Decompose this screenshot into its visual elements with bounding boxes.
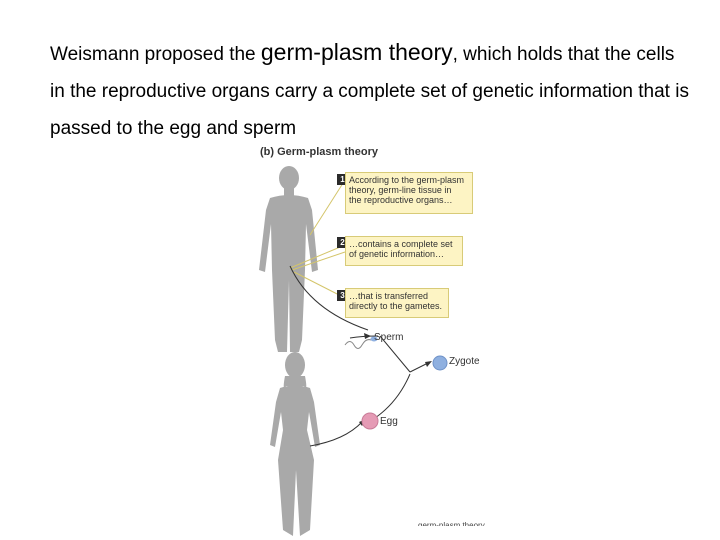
text-part1: Weismann proposed the — [50, 44, 261, 65]
step-3-number: 3 — [337, 290, 348, 301]
cut-off-caption: germ-plasm theory. — [418, 521, 487, 526]
text-part2: , which holds that the cells in the repr… — [50, 44, 689, 139]
egg-cell — [361, 412, 379, 430]
step-1-number: 1 — [337, 174, 348, 185]
male-silhouette — [259, 166, 318, 352]
arrowheads — [359, 333, 432, 426]
step-3-callout: …that is transferred directly to the gam… — [345, 288, 449, 318]
sperm-cell — [344, 336, 378, 349]
female-silhouette — [270, 352, 320, 536]
arrows — [289, 265, 429, 447]
zygote-label: Zygote — [449, 356, 480, 367]
sperm-label: Sperm — [374, 332, 404, 343]
germ-plasm-figure: (b) Germ-plasm theory 1 According to the… — [250, 140, 510, 540]
figure-graphics — [259, 166, 448, 536]
zygote-cell — [432, 355, 448, 371]
egg-label: Egg — [380, 416, 398, 427]
figure-title: (b) Germ-plasm theory — [260, 146, 378, 158]
term-germ-plasm-theory: germ-plasm theory — [260, 39, 453, 65]
step-2-callout: …contains a complete set of genetic info… — [345, 236, 463, 266]
leader-lines — [289, 179, 346, 299]
slide-paragraph: Weismann proposed the germ-plasm theory,… — [50, 34, 690, 147]
step-1-callout: According to the germ-plasm theory, germ… — [345, 172, 473, 214]
step-2-number: 2 — [337, 237, 348, 248]
